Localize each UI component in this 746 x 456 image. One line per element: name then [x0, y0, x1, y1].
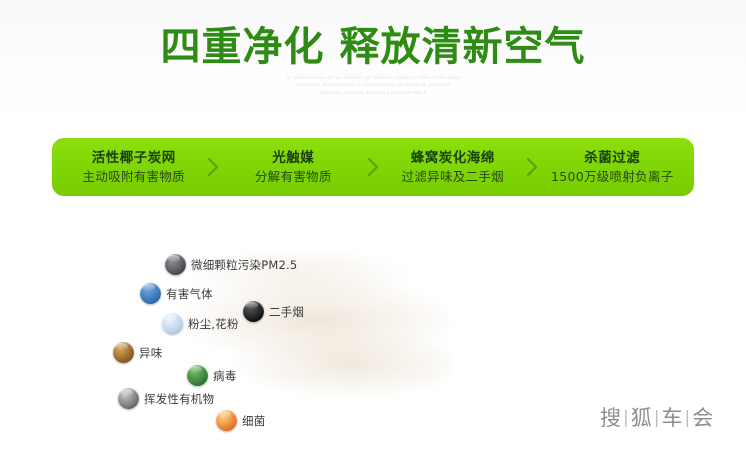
chevron-right-icon: [363, 157, 383, 177]
pollutant-label: 细菌: [242, 413, 266, 428]
subtitle-block: Air purifier known as "air cleaner", air…: [0, 74, 746, 96]
pollutant-label: 微细颗粒污染PM2.5: [191, 257, 298, 272]
feature-subtitle: 主动吸附有害物质: [82, 168, 185, 184]
subtitle-line-1: Air purifier known as "air cleaner", air…: [285, 75, 461, 80]
dust-icon: [162, 313, 183, 334]
gas-icon: [140, 283, 161, 304]
pollutant-item: 细菌: [216, 410, 265, 431]
bacteria-icon: [216, 410, 237, 431]
feature-title: 杀菌过滤: [584, 149, 641, 166]
feature-subtitle: 1500万级喷射负离子: [550, 168, 674, 184]
pollutant-item: 病毒: [187, 365, 236, 386]
feature-item-4[interactable]: 杀菌过滤 1500万级喷射负离子: [543, 150, 683, 185]
pollutant-label: 二手烟: [269, 304, 305, 319]
pollutant-item: 粉尘,花粉: [162, 313, 239, 334]
watermark-char-3: 车: [661, 406, 683, 430]
pollutant-label: 挥发性有机物: [144, 391, 215, 406]
voc-icon: [118, 388, 139, 409]
watermark-separator: |: [653, 408, 660, 428]
chevron-right-icon: [204, 157, 224, 177]
pollutant-label: 粉尘,花粉: [188, 316, 239, 331]
feature-item-3[interactable]: 蜂窝炭化海绵 过滤异味及二手烟: [383, 150, 523, 185]
particle-icon: [165, 254, 186, 275]
feature-item-1[interactable]: 活性椰子炭网 主动吸附有害物质: [64, 150, 204, 185]
chevron-right-icon: [523, 157, 543, 177]
watermark-char-1: 搜: [600, 406, 621, 430]
feature-title: 光触媒: [272, 149, 315, 166]
virus-icon: [187, 365, 208, 386]
subtitle-line-3: (generally including decoration pollutio…: [319, 89, 427, 95]
watermark-char-4: 会: [692, 406, 714, 430]
illustration-scene: 微细颗粒污染PM2.5 有害气体 二手烟 粉尘,花粉 异味 病毒 挥发性有机物: [0, 218, 746, 456]
smoke-icon: [243, 301, 264, 322]
watermark-separator: |: [684, 408, 691, 428]
pollutant-item: 挥发性有机物: [118, 388, 214, 409]
odor-icon: [113, 342, 134, 363]
watermark-char-2: 狐: [630, 406, 652, 430]
page-title: 四重净化 释放清新空气: [160, 24, 586, 70]
pollutant-label: 有害气体: [166, 286, 213, 301]
feature-bar: 活性椰子炭网 主动吸附有害物质 光触媒 分解有害物质 蜂窝炭化海绵 过滤异味及二…: [52, 138, 694, 196]
pollutant-item: 微细颗粒污染PM2.5: [165, 254, 297, 275]
subtitle-line-2: adsorption, decomposition or transformat…: [295, 82, 451, 88]
feature-item-2[interactable]: 光触媒 分解有害物质: [224, 150, 364, 185]
feature-subtitle: 分解有害物质: [254, 168, 332, 184]
feature-subtitle: 过滤异味及二手烟: [401, 168, 504, 184]
pollutant-label: 异味: [139, 345, 163, 360]
pollutant-item: 有害气体: [140, 283, 213, 304]
feature-title: 蜂窝炭化海绵: [410, 149, 495, 166]
pollutant-label: 病毒: [213, 368, 237, 383]
watermark: 搜|狐|车|会: [600, 402, 713, 432]
watermark-separator: |: [623, 408, 629, 428]
feature-title: 活性椰子炭网: [91, 149, 176, 166]
pollutant-item: 二手烟: [243, 301, 304, 322]
pollutant-item: 异味: [113, 342, 162, 363]
